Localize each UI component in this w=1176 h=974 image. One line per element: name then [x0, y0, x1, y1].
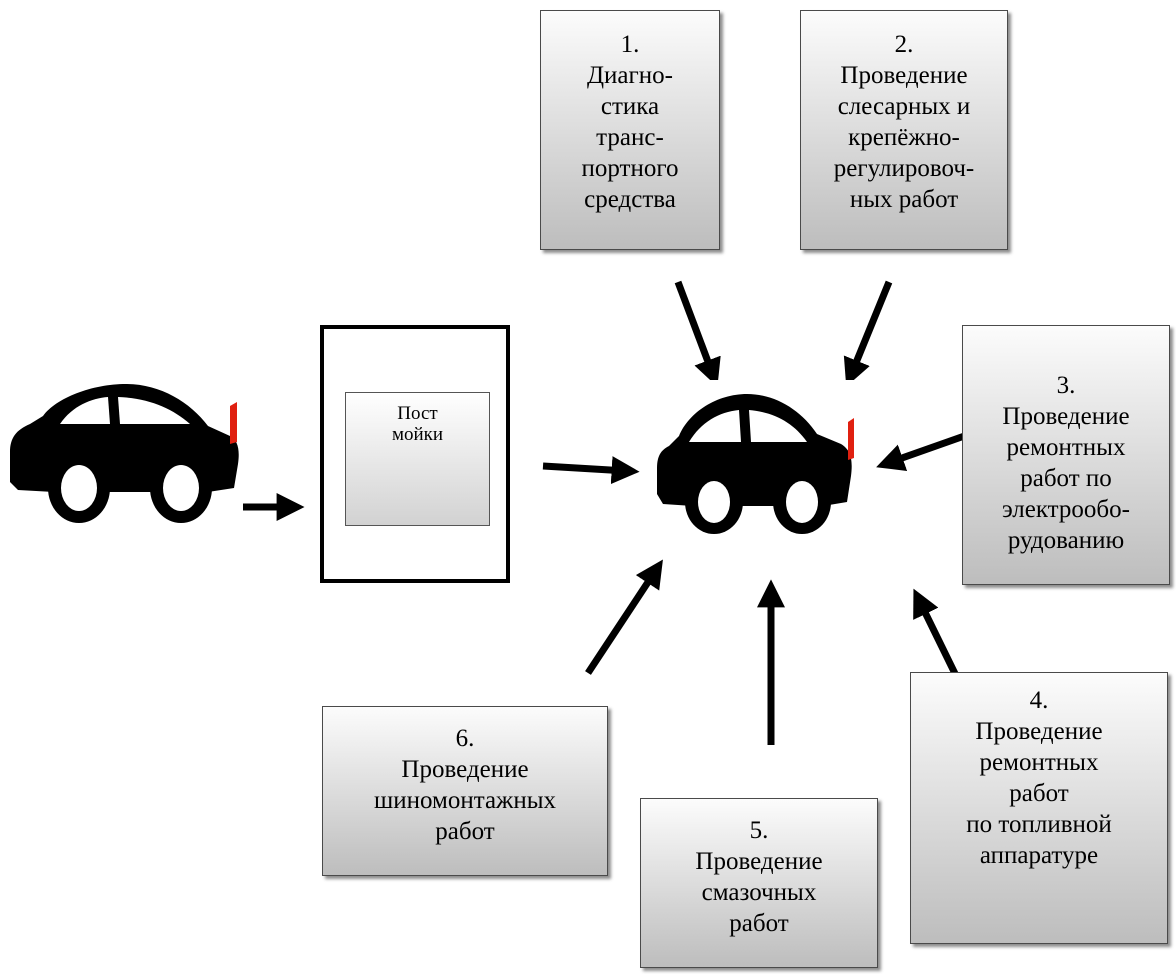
- process-number: 4.: [1029, 687, 1049, 714]
- arrow-tire: [585, 559, 663, 675]
- process-box-fitting: 2. Проведение слесарных и крепёжно- регу…: [800, 10, 1008, 250]
- process-label-line: ных работ: [849, 186, 959, 213]
- process-label-line: регулировоч-: [833, 155, 975, 182]
- process-label-line: слесарных и: [837, 93, 971, 120]
- wash-label-line: мойки: [391, 424, 444, 445]
- process-box-tire: 6. Проведение шиномонтажных работ: [322, 706, 608, 876]
- process-label-line: ремонтных: [979, 749, 1099, 776]
- process-label-line: Проведение: [695, 848, 823, 875]
- process-number: 3.: [1056, 372, 1076, 399]
- process-number: 6.: [455, 725, 475, 752]
- process-label-line: Проведение: [401, 756, 529, 783]
- process-label-line: аппаратуре: [979, 842, 1099, 869]
- process-label-line: ремонтных: [1006, 434, 1126, 461]
- process-label-line: Диагно-: [587, 62, 673, 89]
- washing-post-box: Пост мойки: [345, 392, 490, 526]
- process-label-line: смазочных: [701, 879, 817, 906]
- process-label-line: крепёжно-: [848, 124, 960, 151]
- process-label-line: работ: [729, 910, 789, 937]
- process-label-line: работ: [435, 818, 495, 845]
- process-label-line: Проведение: [975, 718, 1103, 745]
- process-label-line: стика: [600, 93, 660, 120]
- incoming-car-image: [8, 382, 240, 526]
- process-number: 1.: [620, 31, 640, 58]
- process-label-line: средства: [584, 186, 676, 213]
- process-label-line: шиномонтажных: [373, 787, 556, 814]
- process-label-line: по топливной: [966, 811, 1112, 838]
- arrow-fitting: [843, 280, 893, 387]
- process-box-diagnostics: 1. Диагно- стика транс- портного средств…: [540, 10, 720, 250]
- process-label-line: работ по: [1020, 465, 1112, 492]
- process-label-line: Проведение: [1002, 403, 1130, 430]
- process-label-line: работ: [1009, 780, 1069, 807]
- process-label-line: рудованию: [1007, 527, 1125, 554]
- process-label-line: портного: [581, 155, 679, 182]
- service-car-image: [655, 380, 855, 535]
- process-label-line: транс-: [596, 124, 664, 151]
- process-label-line: Проведение: [840, 62, 968, 89]
- process-box-electrical: 3. Проведение ремонтных работ по электро…: [962, 325, 1170, 585]
- wash-label-line: Пост: [397, 403, 438, 424]
- process-number: 5.: [749, 817, 769, 844]
- arrow-wash-to-service: [542, 456, 640, 485]
- arrow-diagnostics: [674, 280, 721, 387]
- process-label-line: электрообо-: [1002, 496, 1130, 523]
- arrow-electrical: [876, 430, 972, 472]
- process-number: 2.: [894, 31, 914, 58]
- process-box-lubrication: 5. Проведение смазочных работ: [640, 798, 878, 968]
- process-box-fuel: 4. Проведение ремонтных работ по топливн…: [910, 672, 1168, 944]
